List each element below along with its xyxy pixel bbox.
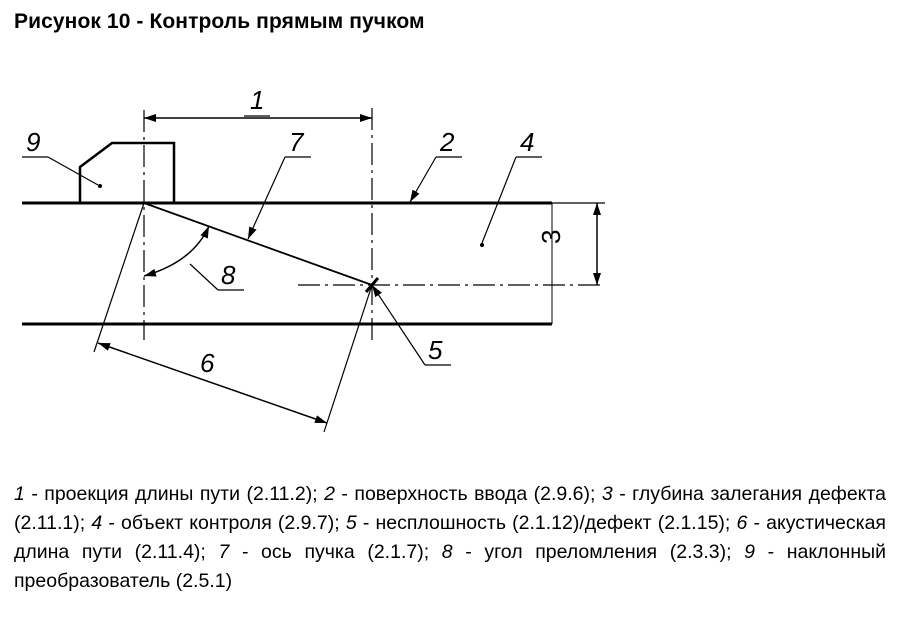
label-4: 4 — [520, 127, 534, 157]
legend-num-1: 1 — [14, 483, 25, 505]
legend-num-3: 3 — [601, 483, 613, 505]
legend-num-8: 8 — [441, 541, 453, 563]
legend-num-6: 6 — [736, 512, 748, 534]
figure-title: Рисунок 10 - Контроль прямым пучком — [14, 10, 425, 33]
label-1: 1 — [250, 85, 264, 115]
label-8-leader — [189, 263, 219, 291]
label-3: 3 — [536, 230, 566, 244]
label-2-leader — [409, 156, 437, 203]
label-4-leader — [481, 156, 517, 244]
legend-text-4: - объект контроля (2.9.7); — [102, 512, 346, 534]
acoustic-ext-left — [93, 202, 145, 353]
inspection-diagram: 1 3 6 8 9 7 2 4 5 — [22, 85, 605, 433]
label-5: 5 — [428, 335, 443, 365]
label-9: 9 — [26, 127, 40, 157]
legend-text-7: - ось пучка (2.1.7); — [229, 541, 442, 563]
legend-num-9: 9 — [744, 541, 755, 563]
legend-text-2: - поверхность ввода (2.9.6); — [334, 483, 602, 505]
label-6: 6 — [200, 348, 215, 378]
label-8: 8 — [221, 260, 236, 290]
legend-text-3: - глубина залегания дефекта (2.11.1); — [14, 483, 886, 534]
acoustic-path-dimension-line — [97, 342, 328, 424]
legend-text-8: - угол преломления (2.3.3); — [452, 541, 745, 563]
figure-legend: 1 - проекция длины пути (2.11.2); 2 - по… — [14, 480, 886, 596]
legend-num-4: 4 — [91, 512, 103, 534]
label-2: 2 — [439, 127, 455, 157]
legend-num-5: 5 — [345, 512, 357, 534]
legend-text-9: - наклонный преобразователь (2.5.1) — [14, 541, 886, 592]
label-4-dot — [480, 243, 484, 247]
label-7-leader — [247, 156, 286, 240]
test-object — [22, 201, 553, 326]
angle-probe — [78, 141, 176, 203]
legend-text-5: - несплошность (2.1.12)/дефект (2.1.15); — [356, 512, 737, 534]
label-7: 7 — [289, 127, 305, 157]
acoustic-ext-right — [323, 284, 373, 433]
legend-text-1: - проекция длины пути (2.11.2); — [24, 483, 325, 505]
beam-axis — [143, 202, 373, 286]
refraction-angle-arc — [143, 225, 210, 277]
legend-text-6: - акустическая длина пути (2.11.4); — [14, 512, 886, 563]
probe-center-dot — [98, 184, 102, 188]
label-5-leader — [371, 284, 426, 366]
label-9-leader — [47, 156, 99, 186]
legend-num-7: 7 — [218, 541, 230, 563]
legend-num-2: 2 — [324, 483, 335, 505]
